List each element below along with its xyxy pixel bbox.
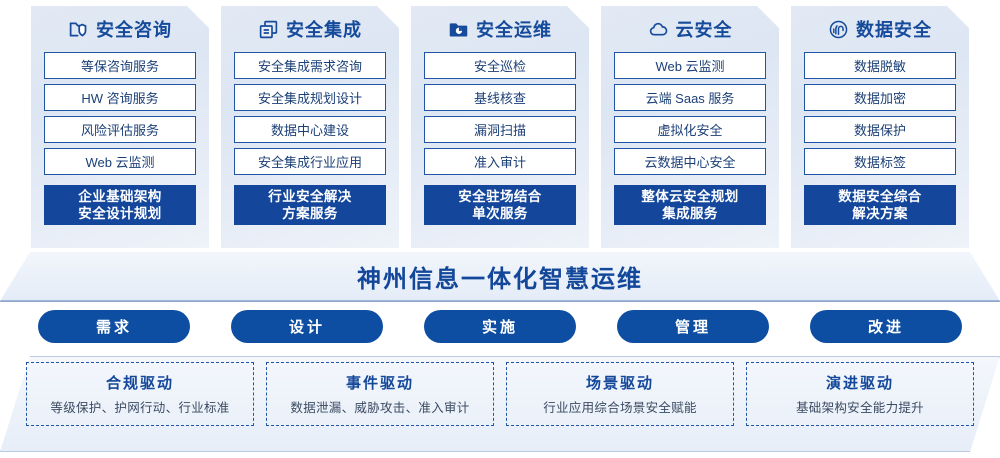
driver-card-incident[interactable]: 事件驱动 数据泄漏、威胁攻击、准入审计 <box>266 362 494 426</box>
panel-item-list: 数据脱敏 数据加密 数据保护 数据标签 数据安全综合 解决方案 <box>791 52 969 225</box>
driver-subtitle: 行业应用综合场景安全赋能 <box>543 401 697 415</box>
driver-card-compliance[interactable]: 合规驱动 等级保护、护网行动、行业标准 <box>26 362 254 426</box>
service-item[interactable]: 安全集成行业应用 <box>234 148 386 175</box>
service-item[interactable]: 风险评估服务 <box>44 116 196 143</box>
lifecycle-pill-manage[interactable]: 管理 <box>617 310 769 343</box>
service-item[interactable]: 数据标签 <box>804 148 956 175</box>
panel-header: 数据安全 <box>791 6 969 52</box>
panel-header: 安全运维 <box>411 6 589 52</box>
service-item[interactable]: 云数据中心安全 <box>614 148 766 175</box>
service-item[interactable]: 数据加密 <box>804 84 956 111</box>
service-item[interactable]: 基线核查 <box>424 84 576 111</box>
lifecycle-pill-demand[interactable]: 需求 <box>38 310 190 343</box>
driver-card-evolution[interactable]: 演进驱动 基础架构安全能力提升 <box>746 362 974 426</box>
banner-shape <box>0 252 1000 301</box>
banner-title: 神州信息一体化智慧运维 <box>357 265 643 293</box>
highlight-line-2: 方案服务 <box>282 206 338 221</box>
panel-item-list: 安全巡检 基线核查 漏洞扫描 准入审计 安全驻场结合 单次服务 <box>411 52 589 225</box>
service-item[interactable]: 虚拟化安全 <box>614 116 766 143</box>
service-highlight-card[interactable]: 整体云安全规划 集成服务 <box>614 185 766 225</box>
highlight-line-1: 企业基础架构 <box>78 189 162 204</box>
platform-banner: 神州信息一体化智慧运维 <box>0 252 1000 302</box>
panel-title: 安全集成 <box>286 20 362 40</box>
service-item[interactable]: 准入审计 <box>424 148 576 175</box>
service-item[interactable]: 数据保护 <box>804 116 956 143</box>
cloud-icon <box>648 19 669 40</box>
service-highlight-card[interactable]: 企业基础架构 安全设计规划 <box>44 185 196 225</box>
panel-header: 安全咨询 <box>31 6 209 52</box>
service-item[interactable]: 数据脱敏 <box>804 52 956 79</box>
service-item[interactable]: 安全集成需求咨询 <box>234 52 386 79</box>
service-highlight-card[interactable]: 行业安全解决 方案服务 <box>234 185 386 225</box>
service-item[interactable]: 安全巡检 <box>424 52 576 79</box>
lifecycle-pill-implement[interactable]: 实施 <box>424 310 576 343</box>
service-item[interactable]: 等保咨询服务 <box>44 52 196 79</box>
panel-title: 安全运维 <box>476 20 552 40</box>
highlight-line-1: 行业安全解决 <box>268 189 352 204</box>
service-panel-cloud-security[interactable]: 云安全 Web 云监测 云端 Saas 服务 虚拟化安全 云数据中心安全 整体云… <box>601 6 779 248</box>
highlight-line-2: 解决方案 <box>852 206 908 221</box>
service-item[interactable]: Web 云监测 <box>44 148 196 175</box>
driver-title: 事件驱动 <box>345 375 414 392</box>
service-item[interactable]: 漏洞扫描 <box>424 116 576 143</box>
panel-title: 数据安全 <box>856 20 932 40</box>
panel-item-list: Web 云监测 云端 Saas 服务 虚拟化安全 云数据中心安全 整体云安全规划… <box>601 52 779 225</box>
service-item[interactable]: 安全集成规划设计 <box>234 84 386 111</box>
driver-subtitle: 基础架构安全能力提升 <box>795 401 924 415</box>
driver-title: 场景驱动 <box>585 375 654 392</box>
service-panel-security-consulting[interactable]: 安全咨询 等保咨询服务 HW 咨询服务 风险评估服务 Web 云监测 企业基础架… <box>31 6 209 248</box>
driver-subtitle: 数据泄漏、威胁攻击、准入审计 <box>290 401 470 415</box>
banner-underline <box>0 300 1000 302</box>
highlight-line-2: 单次服务 <box>472 206 528 221</box>
service-item[interactable]: HW 咨询服务 <box>44 84 196 111</box>
folder-shield-icon <box>68 19 89 40</box>
service-panel-security-integration[interactable]: 安全集成 安全集成需求咨询 安全集成规划设计 数据中心建设 安全集成行业应用 行… <box>221 6 399 248</box>
panel-title: 云安全 <box>675 20 733 40</box>
service-highlight-card[interactable]: 安全驻场结合 单次服务 <box>424 185 576 225</box>
service-item[interactable]: Web 云监测 <box>614 52 766 79</box>
panel-item-list: 等保咨询服务 HW 咨询服务 风险评估服务 Web 云监测 企业基础架构 安全设… <box>31 52 209 225</box>
highlight-line-1: 安全驻场结合 <box>458 189 542 204</box>
panel-header: 安全集成 <box>221 6 399 52</box>
highlight-line-1: 整体云安全规划 <box>641 189 739 204</box>
folder-pie-chart-icon <box>448 19 469 40</box>
service-item[interactable]: 云端 Saas 服务 <box>614 84 766 111</box>
lifecycle-pill-design[interactable]: 设计 <box>231 310 383 343</box>
service-panel-data-security[interactable]: 数据安全 数据脱敏 数据加密 数据保护 数据标签 数据安全综合 解决方案 <box>791 6 969 248</box>
service-item[interactable]: 数据中心建设 <box>234 116 386 143</box>
driver-title: 演进驱动 <box>825 375 894 392</box>
highlight-line-1: 数据安全综合 <box>838 189 922 204</box>
lifecycle-pill-improve[interactable]: 改进 <box>810 310 962 343</box>
drivers-list: 合规驱动 等级保护、护网行动、行业标准 事件驱动 数据泄漏、威胁攻击、准入审计 … <box>0 362 1000 446</box>
service-panels: 安全咨询 等保咨询服务 HW 咨询服务 风险评估服务 Web 云监测 企业基础架… <box>0 6 1000 254</box>
lifecycle-pills: 需求 设计 实施 管理 改进 <box>0 310 1000 343</box>
driver-subtitle: 等级保护、护网行动、行业标准 <box>50 401 230 415</box>
panel-item-list: 安全集成需求咨询 安全集成规划设计 数据中心建设 安全集成行业应用 行业安全解决… <box>221 52 399 225</box>
panel-header: 云安全 <box>601 6 779 52</box>
service-highlight-card[interactable]: 数据安全综合 解决方案 <box>804 185 956 225</box>
driver-title: 合规驱动 <box>105 375 174 392</box>
fingerprint-icon <box>828 19 849 40</box>
panel-title: 安全咨询 <box>96 20 172 40</box>
highlight-line-2: 集成服务 <box>662 206 718 221</box>
highlight-line-2: 安全设计规划 <box>78 206 162 221</box>
stacked-documents-icon <box>258 19 279 40</box>
driver-card-scenario[interactable]: 场景驱动 行业应用综合场景安全赋能 <box>506 362 734 426</box>
service-panel-security-operations[interactable]: 安全运维 安全巡检 基线核查 漏洞扫描 准入审计 安全驻场结合 单次服务 <box>411 6 589 248</box>
